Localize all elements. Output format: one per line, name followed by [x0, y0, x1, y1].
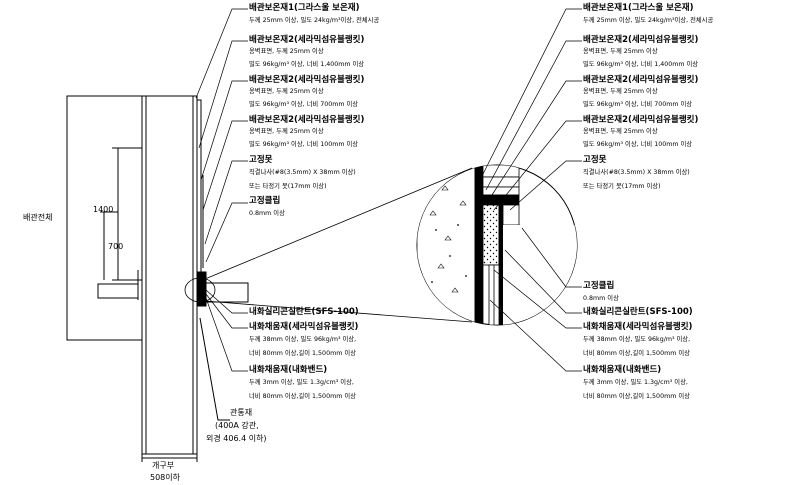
left-callout-2-line-2: 밀도 96kg/m³ 이상, 너비 1,400mm 이상	[249, 61, 365, 68]
left-callout-5-line-2: 또는 타정기 못(17mm 이상)	[249, 183, 327, 190]
left-callout-5-title: 고정못	[249, 155, 273, 165]
left-callout-6-line-1: 0.8mm 이상	[249, 210, 285, 217]
right-callout-4-line-2: 밀도 96kg/m³ 이상, 너비 100mm 이상	[583, 141, 693, 148]
left-callout-5-line-1: 직결나사(#8(3.5mm) X 38mm 이상)	[249, 169, 356, 176]
right-leaders	[479, 8, 582, 372]
left-callout-9-line-1: 두께 3mm 이상, 밀도 1.3g/cm³ 이상,	[249, 379, 354, 386]
right-callout-2-line-1: 옹벽표면, 두께 25mm 이상	[583, 48, 658, 55]
left-callout-2-title: 배관보온재2(세라믹섬유블랭킷)	[249, 35, 365, 45]
left-callout-8-title: 내화채움재(세라믹섬유블랭킷)	[249, 322, 359, 332]
right-callout-3-title: 배관보온재2(세라믹섬유블랭킷)	[583, 75, 699, 85]
penetration-label-1: 관통재	[230, 408, 253, 417]
left-callout-7-title: 내화실리콘실란트(SFS-100)	[249, 307, 359, 317]
right-callout-6-line-1: 0.8mm 이상	[583, 295, 619, 302]
right-callout-5-line-2: 또는 타정기 못(17mm 이상)	[583, 183, 661, 190]
left-callout-3-title: 배관보온재2(세라믹섬유블랭킷)	[249, 75, 365, 85]
detail-section	[417, 165, 577, 325]
dim-1400-label: 1400	[93, 205, 114, 214]
right-callout-3-line-2: 밀도 96kg/m³ 이상, 너비 700mm 이상	[583, 101, 693, 108]
opening-label-1: 개구부	[152, 461, 175, 470]
left-elevation	[66, 95, 249, 462]
right-callout-4-line-1: 옹벽표면, 두께 25mm 이상	[583, 128, 658, 135]
left-callout-3-line-2: 밀도 96kg/m³ 이상, 너비 700mm 이상	[249, 101, 359, 108]
right-callout-6-title: 고정클립	[583, 281, 615, 291]
left-callout-3-line-1: 옹벽표면, 두께 25mm 이상	[249, 88, 324, 95]
right-callout-9-title: 내화채움재(내화밴드)	[583, 365, 662, 375]
right-callout-7-title: 내화실리콘실란트(SFS-100)	[583, 307, 693, 317]
right-callout-8-line-1: 두께 38mm 이상, 밀도 96kg/m³ 이상,	[583, 336, 691, 343]
penetration-label-2: (400A 강관,	[215, 421, 259, 430]
pipe-total-label: 배관전체	[23, 213, 53, 222]
opening-label-2: 508이하	[150, 473, 180, 482]
right-callout-9-line-1: 두께 3mm 이상, 밀도 1.3g/cm³ 이상,	[583, 379, 688, 386]
left-callout-1-line-1: 두께 25mm 이상, 밀도 24kg/m³이상, 전체시공	[249, 17, 380, 24]
right-callout-2-title: 배관보온재2(세라믹섬유블랭킷)	[583, 35, 699, 45]
dim-700-label: 700	[108, 242, 124, 251]
left-callout-8-line-1: 두께 38mm 이상, 밀도 96kg/m³ 이상,	[249, 336, 357, 343]
right-callout-5-line-1: 직결나사(#8(3.5mm) X 38mm 이상)	[583, 169, 690, 176]
right-callout-8-title: 내화채움재(세라믹섬유블랭킷)	[583, 322, 693, 332]
right-callout-8-line-2: 너비 80mm 이상,길이 1,500mm 이상	[583, 350, 690, 357]
right-callout-4-title: 배관보온재2(세라믹섬유블랭킷)	[583, 115, 699, 125]
left-callout-4-title: 배관보온재2(세라믹섬유블랭킷)	[249, 115, 365, 125]
right-callout-1-line-1: 두께 25mm 이상, 밀도 24kg/m³이상, 전체시공	[583, 17, 714, 24]
left-leaders	[195, 8, 248, 372]
left-callout-6-title: 고정클립	[249, 196, 281, 206]
right-callout-5-title: 고정못	[583, 155, 607, 165]
left-callout-9-title: 내화채움재(내화밴드)	[249, 365, 328, 375]
left-callout-8-line-2: 너비 80mm 이상,길이 1,500mm 이상	[249, 350, 356, 357]
left-callout-9-line-2: 너비 80mm 이상,길이 1,500mm 이상	[249, 393, 356, 400]
right-callout-3-line-1: 옹벽표면, 두께 25mm 이상	[583, 88, 658, 95]
left-callout-4-line-1: 옹벽표면, 두께 25mm 이상	[249, 128, 324, 135]
right-callout-2-line-2: 밀도 96kg/m³ 이상, 너비 1,400mm 이상	[583, 61, 699, 68]
left-callout-2-line-1: 옹벽표면, 두께 25mm 이상	[249, 48, 324, 55]
left-callout-4-line-2: 밀도 96kg/m³ 이상, 너비 100mm 이상	[249, 141, 359, 148]
right-callout-1-title: 배관보온재1(그라스울 보온재)	[583, 3, 694, 13]
penetration-label-3: 외경 406.4 이하)	[206, 434, 267, 443]
left-callout-1-title: 배관보온재1(그라스울 보온재)	[249, 3, 360, 13]
right-callout-9-line-2: 너비 80mm 이상,길이 1,500mm 이상	[583, 393, 690, 400]
